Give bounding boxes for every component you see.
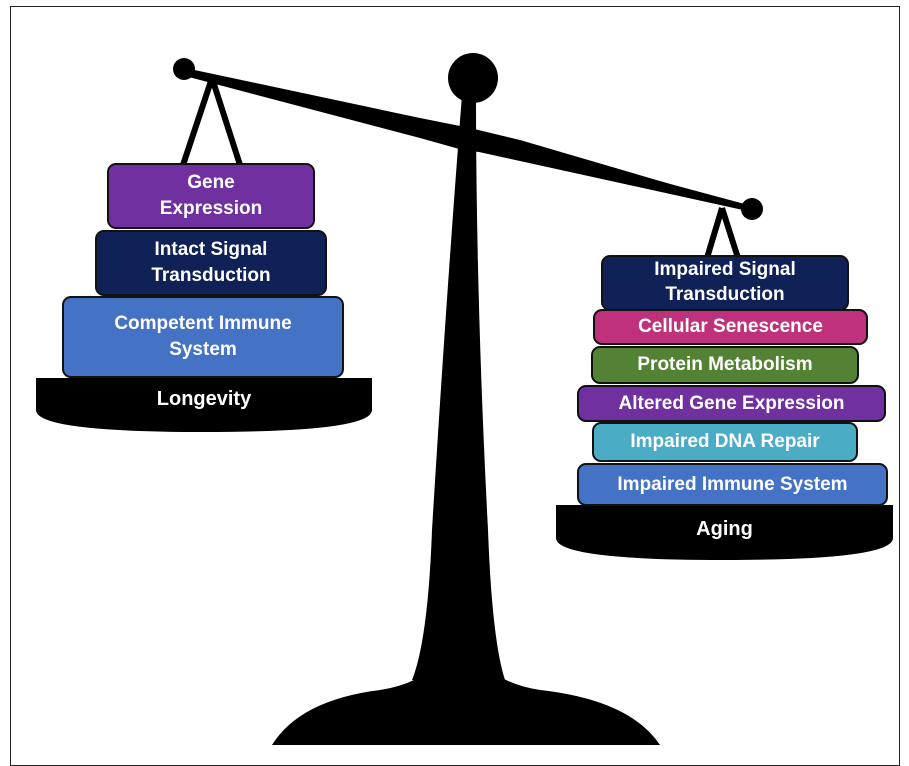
- block-line: Expression: [159, 198, 263, 219]
- block-line: Intact Signal: [154, 239, 268, 261]
- block-line: Transduction: [151, 265, 271, 286]
- left-hanger: [180, 77, 243, 166]
- aging-label: Aging: [696, 518, 753, 540]
- block-text: Cellular Senescence: [638, 316, 823, 338]
- longevity-label: Longevity: [156, 388, 252, 410]
- right-pan: [556, 505, 893, 560]
- cellular-senescence-block: Cellular Senescence: [593, 309, 868, 345]
- block-text: Impaired Immune System: [617, 473, 848, 495]
- block-text: Impaired DNA Repair: [630, 431, 820, 453]
- block-text: Protein Metabolism: [637, 354, 813, 376]
- scale-top-knob: [448, 53, 498, 103]
- altered-gene-expression-block: Altered Gene Expression: [577, 385, 886, 422]
- protein-metabolism-block: Protein Metabolism: [591, 346, 859, 384]
- block-text: Altered Gene Expression: [618, 392, 845, 414]
- right-hanger: [704, 207, 741, 259]
- block-line: Impaired Signal: [654, 259, 796, 281]
- beam-left-knob: [173, 58, 195, 80]
- impaired-immune-system-block: Impaired Immune System: [577, 463, 888, 506]
- scale-pillar: [412, 95, 505, 680]
- block-line: Transduction: [665, 284, 785, 305]
- block-line: Competent Immune: [114, 313, 292, 335]
- block-line: System: [169, 339, 237, 360]
- beam-right-knob: [741, 198, 763, 220]
- impaired-dna-repair-block: Impaired DNA Repair: [592, 422, 858, 462]
- scale-base: [272, 660, 660, 745]
- block-line: Gene: [187, 172, 235, 194]
- left-pan: [36, 378, 372, 432]
